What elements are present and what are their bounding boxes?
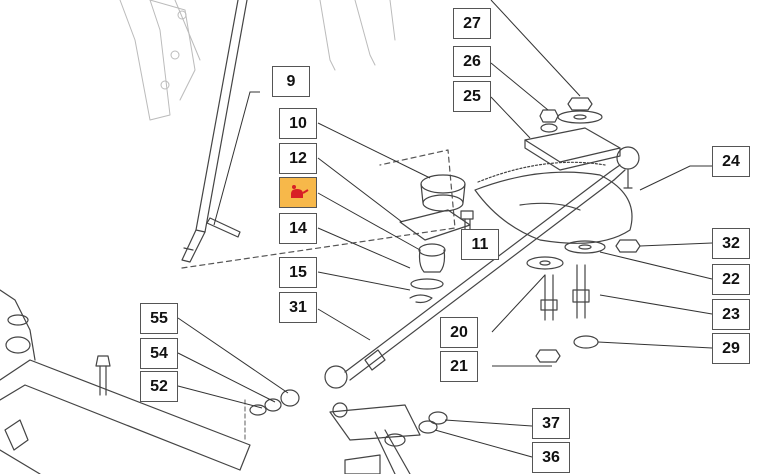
callout-52[interactable]: 52	[140, 371, 178, 402]
bracket-plate	[399, 209, 471, 241]
drag-link	[329, 402, 421, 474]
nut-29	[573, 335, 599, 349]
washer-20	[526, 256, 564, 270]
callout-24[interactable]: 24	[712, 146, 750, 177]
callout-36[interactable]: 36	[532, 442, 570, 473]
bearing	[420, 174, 466, 212]
washer-37	[418, 420, 438, 434]
callout-54[interactable]: 54	[140, 338, 178, 369]
callout-10[interactable]: 10	[279, 108, 317, 139]
stud-23	[572, 264, 590, 319]
washer-22	[564, 240, 606, 254]
callout-29[interactable]: 29	[712, 333, 750, 364]
nut-55	[280, 389, 300, 407]
callout-11[interactable]: 11	[461, 229, 499, 260]
callout-27[interactable]: 27	[453, 8, 491, 39]
callout-37[interactable]: 37	[532, 408, 570, 439]
nut-21	[535, 349, 561, 363]
callout-55[interactable]: 55	[140, 303, 178, 334]
callout-14[interactable]: 14	[279, 213, 317, 244]
callout-20[interactable]: 20	[440, 317, 478, 348]
background-frame	[119, 0, 396, 121]
oil-can-icon	[291, 184, 309, 198]
callout-9[interactable]: 9	[272, 66, 310, 97]
callout-25[interactable]: 25	[453, 81, 491, 112]
steering-column-shaft	[181, 0, 248, 263]
callout-12[interactable]: 12	[279, 143, 317, 174]
washer-26	[557, 110, 603, 124]
washer-26b	[540, 123, 558, 133]
callout-lubricate[interactable]	[279, 177, 317, 208]
callout-22[interactable]: 22	[712, 264, 750, 295]
stud-21	[540, 274, 558, 321]
nut-32	[615, 239, 641, 253]
washer-52	[249, 404, 267, 416]
washer-54	[264, 398, 282, 412]
washer-15	[410, 278, 444, 290]
tie-rod	[324, 146, 640, 389]
lower-frame	[0, 289, 251, 474]
mounting-plane	[181, 149, 456, 269]
clip-15	[409, 294, 433, 304]
nut-27	[567, 97, 593, 111]
callout-15[interactable]: 15	[279, 257, 317, 288]
ball-joint-pin	[623, 169, 633, 189]
bushing	[418, 243, 446, 273]
callout-26[interactable]: 26	[453, 46, 491, 77]
callout-32[interactable]: 32	[712, 228, 750, 259]
plate-25	[524, 127, 621, 171]
nut-37	[428, 411, 448, 425]
callout-21[interactable]: 21	[440, 351, 478, 382]
callout-23[interactable]: 23	[712, 299, 750, 330]
callout-31[interactable]: 31	[279, 292, 317, 323]
bolt-left	[95, 355, 111, 396]
